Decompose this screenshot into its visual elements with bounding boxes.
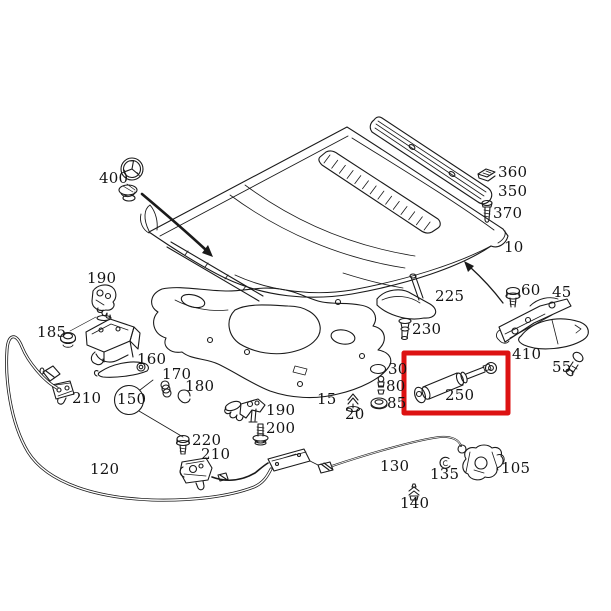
part-label-130: 130 xyxy=(380,457,410,475)
part-label-85: 85 xyxy=(387,394,407,412)
hinge-45 xyxy=(496,297,572,344)
part-label-200: 200 xyxy=(266,419,296,437)
clip-180 xyxy=(177,389,191,404)
part-label-210-upper: 210 xyxy=(72,389,102,407)
bowden-cable-130 xyxy=(317,435,467,474)
grommet-85 xyxy=(370,397,388,410)
part-label-400: 400 xyxy=(99,169,129,187)
part-label-140: 140 xyxy=(400,494,430,512)
bolt-200 xyxy=(252,423,269,446)
latch-210-lower xyxy=(179,457,213,491)
part-label-180: 180 xyxy=(185,377,215,395)
part-label-350: 350 xyxy=(498,182,528,200)
star-emblem-400 xyxy=(118,157,144,202)
grommet-185 xyxy=(59,316,97,348)
emblem-pointer-arrow xyxy=(140,192,213,257)
seal-30 xyxy=(369,363,387,375)
clip-20 xyxy=(345,393,361,413)
part-label-15: 15 xyxy=(317,390,337,408)
spring-170 xyxy=(160,380,172,398)
part-label-210-lower: 210 xyxy=(201,445,231,463)
cover-410 xyxy=(518,318,589,350)
bracket-150 xyxy=(85,318,141,366)
gas-strut-250 xyxy=(414,361,498,404)
part-label-55: 55 xyxy=(552,358,572,376)
part-label-185: 185 xyxy=(37,323,67,341)
cable-fitting-210-upper xyxy=(39,365,75,405)
part-label-360: 360 xyxy=(498,163,528,181)
part-label-370: 370 xyxy=(493,204,523,222)
part-label-225: 225 xyxy=(435,287,465,305)
part-label-150: 150 xyxy=(117,390,147,408)
hood-rear-vent-strip xyxy=(318,150,441,234)
bolt-220 xyxy=(175,434,191,455)
part-label-10: 10 xyxy=(504,238,524,256)
release-cable-120 xyxy=(5,335,273,502)
highlight-box-250 xyxy=(401,350,511,416)
part-label-20: 20 xyxy=(345,405,365,423)
clip-140 xyxy=(408,483,420,501)
part-label-60: 60 xyxy=(521,281,541,299)
part-label-250: 250 xyxy=(445,386,475,404)
part-label-80: 80 xyxy=(386,377,406,395)
lock-190-lower xyxy=(224,398,266,423)
rivet-230 xyxy=(398,317,412,341)
callout-circle-150 xyxy=(113,379,184,438)
bolt-60 xyxy=(505,286,521,308)
part-label-45: 45 xyxy=(552,283,572,301)
latch-190-upper xyxy=(91,284,117,322)
part-label-190-lower: 190 xyxy=(266,401,296,419)
insulation-panel-15 xyxy=(151,287,392,399)
bracket-105 xyxy=(462,444,505,481)
cowl-grille-350 xyxy=(369,116,493,205)
part-label-160: 160 xyxy=(137,350,167,368)
part-label-410: 410 xyxy=(512,345,542,363)
part-label-120: 120 xyxy=(90,460,120,478)
screw-370 xyxy=(481,199,493,223)
part-label-190-upper: 190 xyxy=(87,269,117,287)
part-label-105: 105 xyxy=(501,459,531,477)
clip-360 xyxy=(477,168,496,182)
part-label-230: 230 xyxy=(412,320,442,338)
cable-junction xyxy=(211,448,319,482)
part-label-220: 220 xyxy=(192,431,222,449)
ring-135 xyxy=(439,456,451,469)
pin-80 xyxy=(377,375,385,395)
part-label-30: 30 xyxy=(388,360,408,378)
part-label-135: 135 xyxy=(430,465,460,483)
prop-rod-225 xyxy=(376,273,437,320)
hood-panel xyxy=(140,126,509,302)
part-label-170: 170 xyxy=(162,365,192,383)
lever-160 xyxy=(93,361,149,378)
bolt-55 xyxy=(565,351,584,377)
hinge-arrow xyxy=(464,261,504,304)
